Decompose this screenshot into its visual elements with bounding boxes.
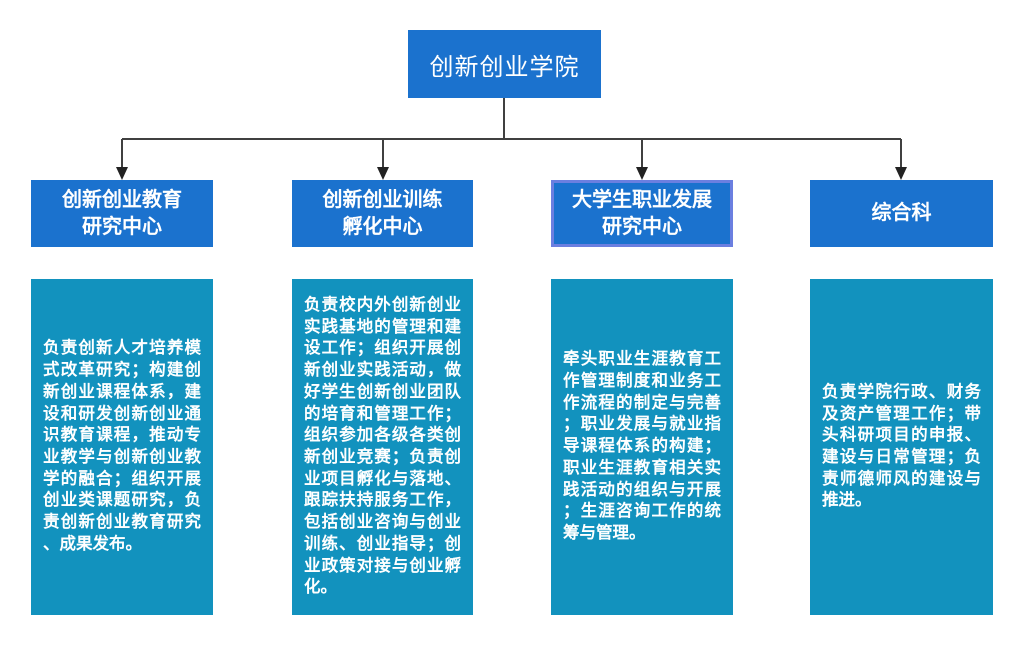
- dept-node-label: 综合科: [871, 202, 932, 224]
- dept-description-text: 负责学院行政、财务及资产管理工作；带头科研项目的申报、建设与日常管理；负责师德师…: [822, 382, 981, 510]
- dept-description-career-development[interactable]: 牵头职业生涯教育工作管理制度和业务工作流程的制定与完善；职业发展与就业指导课程体…: [551, 279, 733, 615]
- dept-description-training-incubation[interactable]: 负责校内外创新创业实践基地的管理和建设工作；组织开展创新创业实践活动，做好学生创…: [292, 279, 473, 615]
- dept-description-education-research[interactable]: 负责创新人才培养模式改革研究；构建创新创业课程体系，建设和研发创新创业通识教育课…: [31, 279, 213, 615]
- dept-node-education-research[interactable]: 创新创业教育 研究中心: [31, 180, 213, 247]
- dept-node-label: 创新创业教育 研究中心: [62, 188, 182, 238]
- dept-node-career-development[interactable]: 大学生职业发展 研究中心: [551, 180, 733, 247]
- dept-description-text: 负责创新人才培养模式改革研究；构建创新创业课程体系，建设和研发创新创业通识教育课…: [43, 339, 201, 553]
- dept-description-text: 负责校内外创新创业实践基地的管理和建设工作；组织开展创新创业实践活动，做好学生创…: [304, 296, 461, 597]
- dept-node-training-incubation[interactable]: 创新创业训练 孵化中心: [292, 180, 473, 247]
- dept-description-general-affairs[interactable]: 负责学院行政、财务及资产管理工作；带头科研项目的申报、建设与日常管理；负责师德师…: [810, 279, 993, 615]
- dept-node-label: 大学生职业发展 研究中心: [572, 188, 712, 238]
- dept-node-general-affairs[interactable]: 综合科: [810, 180, 993, 247]
- root-node[interactable]: 创新创业学院: [408, 30, 601, 98]
- dept-node-label: 创新创业训练 孵化中心: [322, 188, 443, 238]
- dept-description-text: 牵头职业生涯教育工作管理制度和业务工作流程的制定与完善；职业发展与就业指导课程体…: [563, 350, 721, 542]
- root-node-label: 创新创业学院: [429, 53, 580, 81]
